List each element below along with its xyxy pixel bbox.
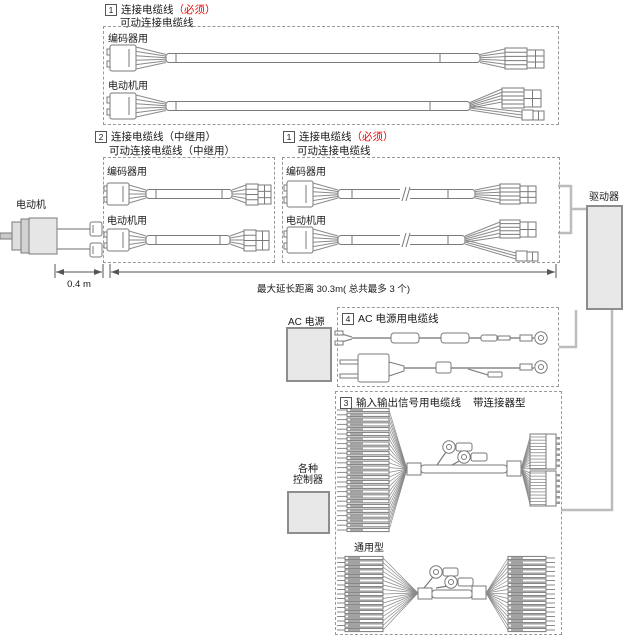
encoder-cable-label-relay: 编码器用 xyxy=(107,167,147,178)
controllers-box xyxy=(287,491,330,534)
header-cable-box-relay: 2 连接电缆线（中继用） xyxy=(95,129,216,144)
cable-box-mid xyxy=(282,157,560,263)
required-tag: （必须） xyxy=(351,131,394,143)
dimension-motor-cable: 0.4 m xyxy=(67,279,91,290)
header-type-label: 带连接器型 xyxy=(473,397,526,409)
header-ac-cable-box: 4 AC 电源用电缆线 xyxy=(342,311,439,326)
cable-box-top xyxy=(103,26,559,125)
cable-box-relay xyxy=(103,157,275,263)
header-cable-box-top: 1 连接电缆线 （必须） xyxy=(105,2,216,17)
motor-cable-label-mid: 电动机用 xyxy=(286,216,326,227)
ac-cable-box xyxy=(337,307,559,387)
encoder-cable-label-mid: 编码器用 xyxy=(286,167,326,178)
motor-cable-label-relay: 电动机用 xyxy=(107,216,147,227)
motor-label: 电动机 xyxy=(16,200,46,211)
header-subtitle-mid: 可动连接电缆线 xyxy=(297,145,371,157)
dimension-max-extension: 最大延长距离 30.3m( 总共最多 3 个) xyxy=(256,284,411,295)
motor-cable-label-top: 电动机用 xyxy=(108,81,148,92)
header-title: 连接电缆线 xyxy=(121,4,174,16)
ac-power-box xyxy=(286,327,332,382)
driver-label: 驱动器 xyxy=(589,192,619,203)
section-number-badge: 4 xyxy=(342,312,354,325)
section-number-badge: 2 xyxy=(95,130,107,143)
controllers-label-line2: 控制器 xyxy=(293,475,323,486)
header-cable-box-mid: 1 连接电缆线 （必须） xyxy=(283,129,394,144)
header-io-cable-box: 3 输入输出信号用电缆线 带连接器型 xyxy=(340,395,526,410)
section-number-badge: 3 xyxy=(340,396,352,409)
controllers-label-line1: 各种 xyxy=(298,464,318,475)
section-number-badge: 1 xyxy=(283,130,295,143)
encoder-cable-label-top: 编码器用 xyxy=(108,34,148,45)
header-title: 输入输出信号用电缆线 xyxy=(356,397,461,409)
ac-power-label: AC 电源 xyxy=(288,317,325,328)
header-title: 连接电缆线 xyxy=(299,131,352,143)
section-number-badge: 1 xyxy=(105,3,117,16)
io-cable-box xyxy=(335,391,562,635)
header-subtitle-relay: 可动连接电缆线（中继用） xyxy=(109,145,235,157)
header-title: 连接电缆线（中继用） xyxy=(111,131,216,143)
header-title: AC 电源用电缆线 xyxy=(358,313,439,325)
general-type-label: 通用型 xyxy=(354,543,384,554)
controllers-label: 各种 控制器 xyxy=(283,464,333,486)
required-tag: （必须） xyxy=(173,4,216,16)
driver-box xyxy=(586,205,623,310)
